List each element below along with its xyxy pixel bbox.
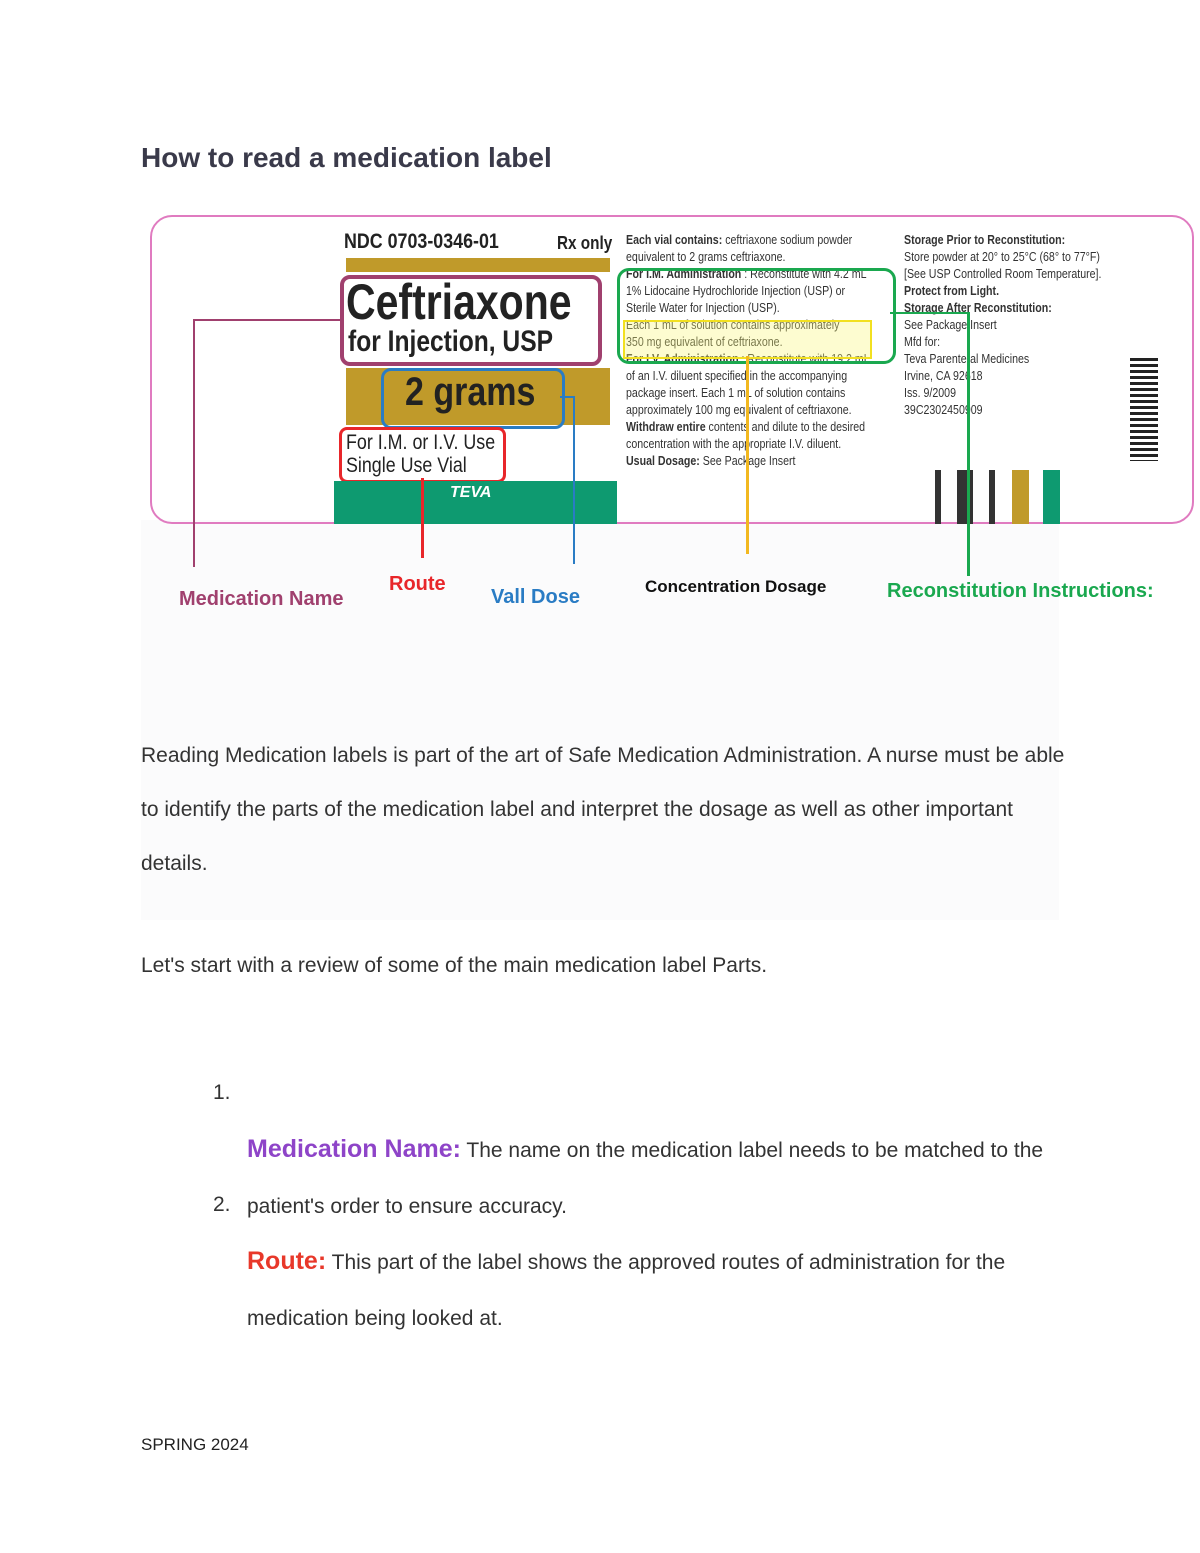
label-line-bold: Storage After Reconstitution: [904,301,1052,315]
label-line: Irvine, CA 92618 [904,368,1101,385]
list-item: 2. Route: This part of the label shows t… [213,1177,1005,1330]
drug-subtitle: for Injection, USP [348,325,554,358]
reconstitution-connector [890,312,969,314]
label-line-text: 39C2302450909 [904,403,983,417]
color-bar [1043,470,1060,524]
label-line: 1% Lidocaine Hydrochloride Injection (US… [626,283,870,300]
label-line-bold: Each vial contains: [626,233,723,247]
reconstitution-box [617,268,896,364]
label-line: Store powder at 20° to 25°C (68° to 77°F… [904,249,1101,266]
label-line: Protect from Light. [904,283,1101,300]
label-line: approximately 100 mg equivalent of ceftr… [626,402,870,419]
term-route: Route: [247,1247,327,1275]
list-number: 2. [213,1193,231,1216]
label-line: Storage After Reconstitution: [904,300,1101,317]
label-line: Each vial contains: ceftriaxone sodium p… [626,232,870,249]
label-line: package insert. Each 1 mL of solution co… [626,385,870,402]
label-line-text: of an I.V. diluent specified in the acco… [626,369,848,383]
page-title: How to read a medication label [141,142,552,173]
label-line: of an I.V. diluent specified in the acco… [626,368,870,385]
label-line-text: Iss. 9/2009 [904,386,956,400]
route-line: Single Use Vial [346,454,467,477]
label-line-text: contents and dilute to the desired [705,420,866,434]
label-line-text: See Package Insert [904,318,997,332]
dose-value: 2 grams [405,370,536,414]
label-line: Teva Parenteral Medicines [904,351,1101,368]
label-line: Sterile Water for Injection (USP). [626,300,870,317]
barcode [1130,358,1158,461]
label-line: 350 mg equivalent of ceftriaxone. [626,334,870,351]
color-bar [989,470,995,524]
label-line-bold: Usual Dosage: [626,454,700,468]
label-line-bold: Storage Prior to Reconstitution: [904,233,1066,247]
label-line-text: Irvine, CA 92618 [904,369,983,383]
label-line-text: Teva Parenteral Medicines [904,352,1030,366]
callout-route: Route [389,573,446,595]
review-paragraph: Let's start with a review of some of the… [141,954,768,977]
callout-reconstitution: Reconstitution Instructions: [887,580,1154,602]
callout-dose: Vall Dose [491,586,580,608]
rx-only: Rx only [557,233,613,253]
name-box [340,275,602,366]
name-connector [193,319,195,567]
name-connector [193,319,341,321]
callout-concentration: Concentration Dosage [645,577,827,596]
label-line-text: Store powder at 20° to 25°C (68° to 77°F… [904,250,1100,264]
color-bar [957,470,973,524]
label-line-text: 350 mg equivalent of ceftriaxone. [626,335,783,349]
callout-medication-name: Medication Name [179,588,344,610]
label-line-text: [See USP Controlled Room Temperature]. [904,267,1102,281]
color-bar [1012,470,1029,524]
label-line: [See USP Controlled Room Temperature]. [904,266,1101,283]
teva-logo: TEVA [450,484,492,501]
label-line: Storage Prior to Reconstitution: [904,232,1101,249]
dose-connector [573,396,575,564]
image-background [141,520,1059,920]
label-line-text: package insert. Each 1 mL of solution co… [626,386,846,400]
label-line-text: See Package Insert [702,454,796,468]
label-right-text: Storage Prior to Reconstitution: Store po… [904,232,1101,419]
label-frame [150,215,1194,524]
label-middle-text: Each vial contains: ceftriaxone sodium p… [626,232,870,470]
label-line-text: Sterile Water for Injection (USP). [626,301,780,315]
label-line-text: equivalent to 2 grams ceftriaxone. [626,250,786,264]
list-item: 1. Medication Name: The name on the medi… [213,1065,1043,1218]
concentration-highlight [623,320,872,359]
intro-paragraph: Reading Medication labels is part of the… [141,744,1065,875]
label-line: 39C2302450909 [904,402,1101,419]
label-line-bold: Withdraw entire [626,420,706,434]
teva-bar [334,481,617,524]
label-line: concentration with the appropriate I.V. … [626,436,870,453]
list-text: The name on the medication label needs t… [247,1139,1044,1218]
label-line-text: concentration with the appropriate I.V. … [626,437,842,451]
label-line: Iss. 9/2009 [904,385,1101,402]
label-line-text: ceftriaxone sodium powder [722,233,853,247]
footer: SPRING 2024 [141,1435,249,1454]
gold-band [346,258,610,272]
label-line-text: approximately 100 mg equivalent of ceftr… [626,403,852,417]
color-bar [935,470,941,524]
list-text: This part of the label shows the approve… [247,1251,1006,1330]
route-line: For I.M. or I.V. Use [346,431,496,454]
dose-connector [560,396,574,398]
label-line: See Package Insert [904,317,1101,334]
list-number: 1. [213,1081,231,1104]
concentration-connector [746,356,749,554]
label-line: Mfd for: [904,334,1101,351]
label-line-bold: Protect from Light. [904,284,1000,298]
ndc-number: NDC 0703-0346-01 [344,230,499,253]
label-line-text: Mfd for: [904,335,941,349]
term-medication-name: Medication Name: [247,1135,461,1163]
label-line: equivalent to 2 grams ceftriaxone. [626,249,870,266]
route-connector [421,478,424,558]
label-line-text: 1% Lidocaine Hydrochloride Injection (US… [626,284,846,298]
label-line: Usual Dosage: See Package Insert [626,453,870,470]
drug-name: Ceftriaxone [346,274,572,330]
reconstitution-connector [967,312,970,576]
